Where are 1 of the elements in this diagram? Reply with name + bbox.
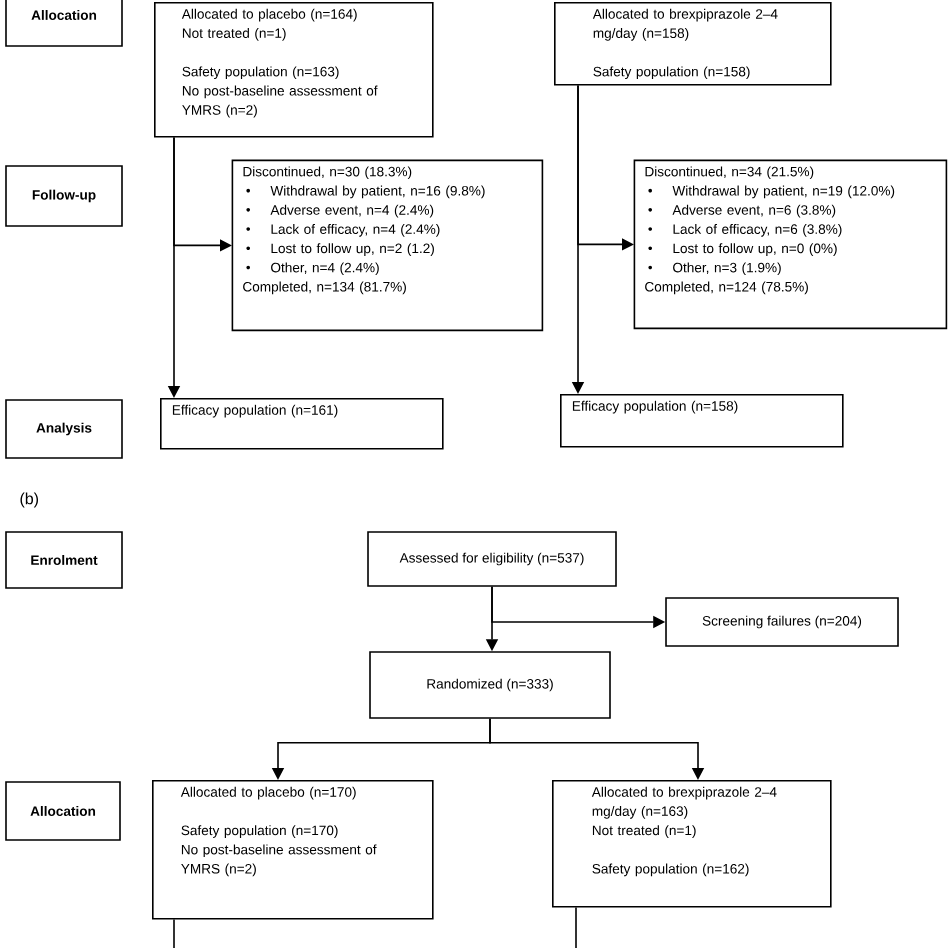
panel-label: (b): [20, 492, 38, 508]
